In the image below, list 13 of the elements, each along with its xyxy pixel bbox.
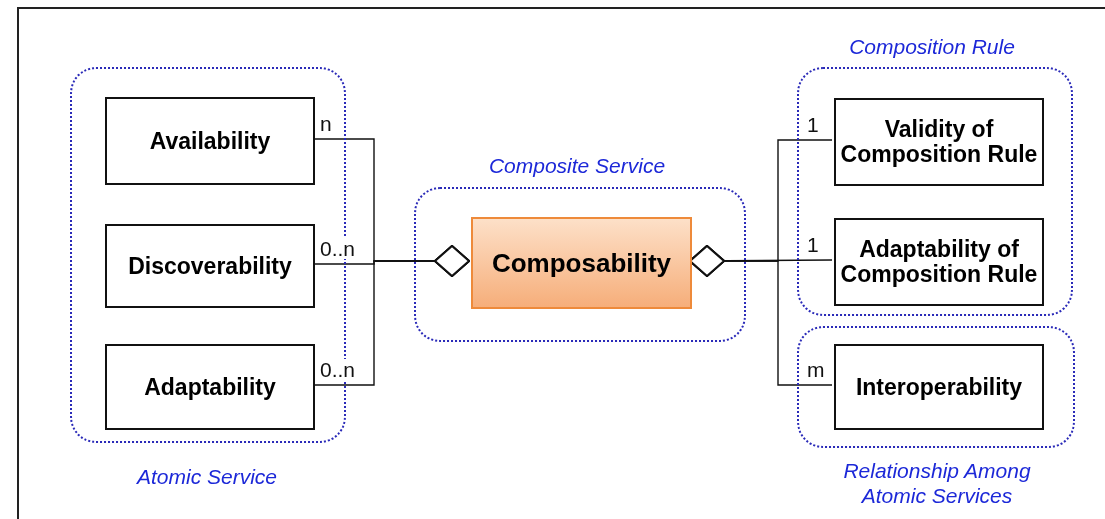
entity-box: Adaptability: [105, 344, 315, 430]
entity-box: Availability: [105, 97, 315, 185]
entity-box: Discoverability: [105, 224, 315, 308]
entity-box: Interoperability: [834, 344, 1044, 430]
group-heading: Composite Service: [487, 153, 667, 179]
group-heading: Composition Rule: [848, 34, 1016, 60]
entity-box: Validity of Composition Rule: [834, 98, 1044, 186]
group-heading: Relationship Among Atomic Services: [842, 458, 1032, 509]
multiplicity-label: 0..n: [319, 238, 357, 259]
group-heading: Atomic Service: [135, 464, 278, 490]
multiplicity-label: 0..n: [319, 359, 357, 380]
entity-box: Adaptability of Composition Rule: [834, 218, 1044, 306]
central-entity-box: Composability: [471, 217, 692, 309]
